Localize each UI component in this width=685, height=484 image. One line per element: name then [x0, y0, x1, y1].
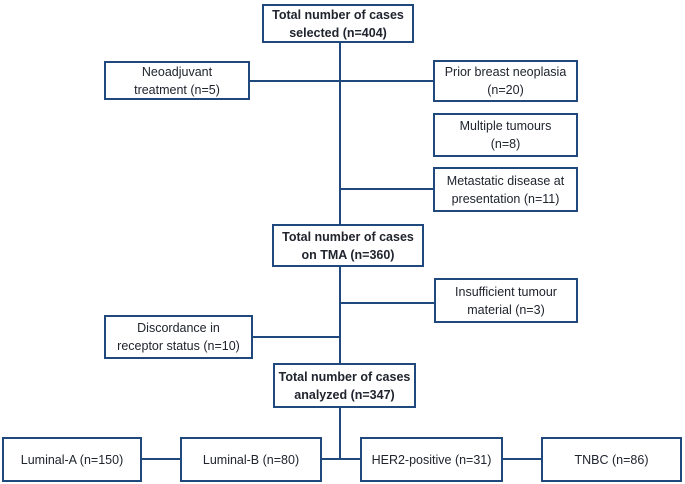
node-insufficient: Insufficient tumour material (n=3)	[434, 278, 578, 323]
node-discordance: Discordance in receptor status (n=10)	[104, 315, 253, 359]
node-total-selected-line1: Total number of cases	[272, 7, 404, 22]
node-total-selected: Total number of cases selected (n=404)	[262, 4, 414, 43]
node-total-selected-line2: selected (n=404)	[289, 25, 387, 40]
node-neoadjuvant-line1: Neoadjuvant	[141, 64, 213, 79]
node-total-analyzed-line1: Total number of cases	[278, 369, 411, 384]
node-multiple-tumours-line1: Multiple tumours	[459, 119, 552, 133]
node-metastatic-line1: Metastatic disease at	[446, 173, 565, 188]
node-total-tma-line1: Total number of cases	[282, 229, 414, 244]
node-her2-positive: HER2-positive (n=31)	[360, 437, 503, 482]
node-luminal-a: Luminal-A (n=150)	[2, 437, 142, 482]
connector-spine-metastatic	[340, 188, 433, 190]
node-discordance-line1: Discordance in	[137, 321, 220, 335]
node-neoadjuvant: Neoadjuvant treatment (n=5)	[104, 61, 250, 100]
node-her2-positive-label: HER2-positive (n=31)	[371, 452, 492, 467]
connector-selected-to-tma	[339, 43, 341, 224]
connector-luminala-luminalb	[142, 458, 180, 460]
connector-tma-to-analyzed	[339, 266, 341, 363]
node-multiple-tumours: Multiple tumours (n=8)	[433, 113, 578, 157]
connector-discordance-spine	[253, 336, 340, 338]
node-total-tma: Total number of cases on TMA (n=360)	[272, 224, 424, 267]
connector-neoadjuvant-prior	[250, 80, 433, 82]
node-metastatic-line2: presentation (n=11)	[451, 191, 560, 206]
node-luminal-b: Luminal-B (n=80)	[180, 437, 322, 482]
connector-luminalb-her2	[322, 458, 360, 460]
node-tnbc-label: TNBC (n=86)	[574, 452, 649, 467]
node-discordance-line2: receptor status (n=10)	[117, 339, 240, 353]
connector-her2-tnbc	[503, 458, 541, 460]
connector-analyzed-to-subtypes	[339, 408, 341, 459]
node-prior-neoplasia-line2: (n=20)	[487, 83, 524, 97]
node-prior-neoplasia-line1: Prior breast neoplasia	[444, 65, 567, 79]
connector-spine-insufficient	[340, 302, 434, 304]
node-total-analyzed: Total number of cases analyzed (n=347)	[273, 363, 416, 408]
node-tnbc: TNBC (n=86)	[541, 437, 682, 482]
node-luminal-b-label: Luminal-B (n=80)	[202, 452, 300, 467]
node-insufficient-line2: material (n=3)	[467, 302, 545, 317]
node-insufficient-line1: Insufficient tumour	[455, 284, 557, 299]
node-total-analyzed-line2: analyzed (n=347)	[294, 387, 395, 402]
node-multiple-tumours-line2: (n=8)	[490, 137, 521, 151]
node-luminal-a-label: Luminal-A (n=150)	[20, 452, 124, 467]
node-prior-neoplasia: Prior breast neoplasia (n=20)	[433, 60, 578, 102]
node-total-tma-line2: on TMA (n=360)	[301, 247, 395, 262]
node-neoadjuvant-line2: treatment (n=5)	[134, 82, 220, 97]
node-metastatic: Metastatic disease at presentation (n=11…	[433, 167, 578, 212]
